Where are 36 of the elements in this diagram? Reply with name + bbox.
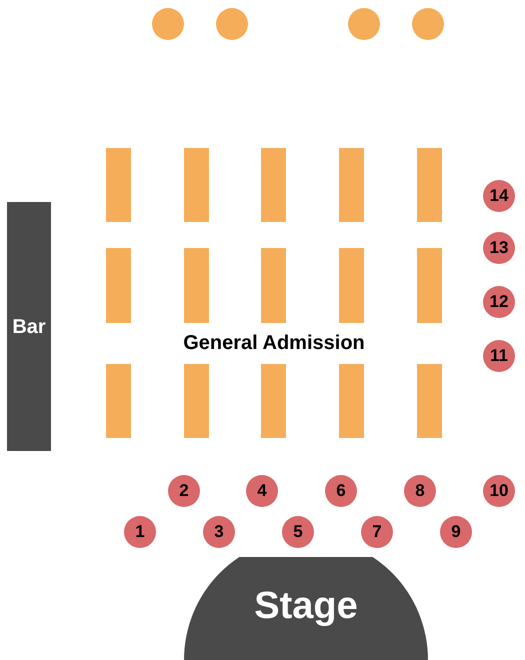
seat-marker: 13 — [483, 232, 515, 264]
table — [260, 148, 286, 222]
round-table — [216, 8, 248, 40]
table — [260, 248, 286, 323]
seat-marker: 12 — [483, 286, 515, 318]
seat-marker: 1 — [124, 516, 156, 548]
table — [416, 364, 442, 438]
round-table — [152, 8, 184, 40]
seat-marker: 6 — [325, 475, 357, 507]
table — [184, 148, 208, 222]
seat-marker: 7 — [361, 516, 393, 548]
table — [260, 364, 286, 438]
round-table — [348, 8, 380, 40]
stage: Stage — [184, 557, 428, 660]
seat-marker: 5 — [282, 516, 314, 548]
seat-marker: 2 — [168, 475, 200, 507]
table — [338, 364, 364, 438]
table — [106, 148, 130, 222]
table — [106, 364, 130, 438]
seat-marker: 4 — [246, 475, 278, 507]
table — [184, 248, 208, 323]
table — [416, 148, 442, 222]
table — [184, 364, 208, 438]
seat-marker: 14 — [483, 180, 515, 212]
table — [416, 248, 442, 323]
seat-marker: 3 — [203, 516, 235, 548]
bar-counter: Bar — [7, 202, 51, 451]
seat-marker: 9 — [440, 516, 472, 548]
round-table — [412, 8, 444, 40]
table — [106, 248, 130, 323]
seat-marker: 8 — [404, 475, 436, 507]
table — [338, 148, 364, 222]
seat-marker: 11 — [483, 340, 515, 372]
seat-marker: 10 — [483, 475, 515, 507]
area-label: General Admission — [183, 331, 365, 356]
table — [338, 248, 364, 323]
